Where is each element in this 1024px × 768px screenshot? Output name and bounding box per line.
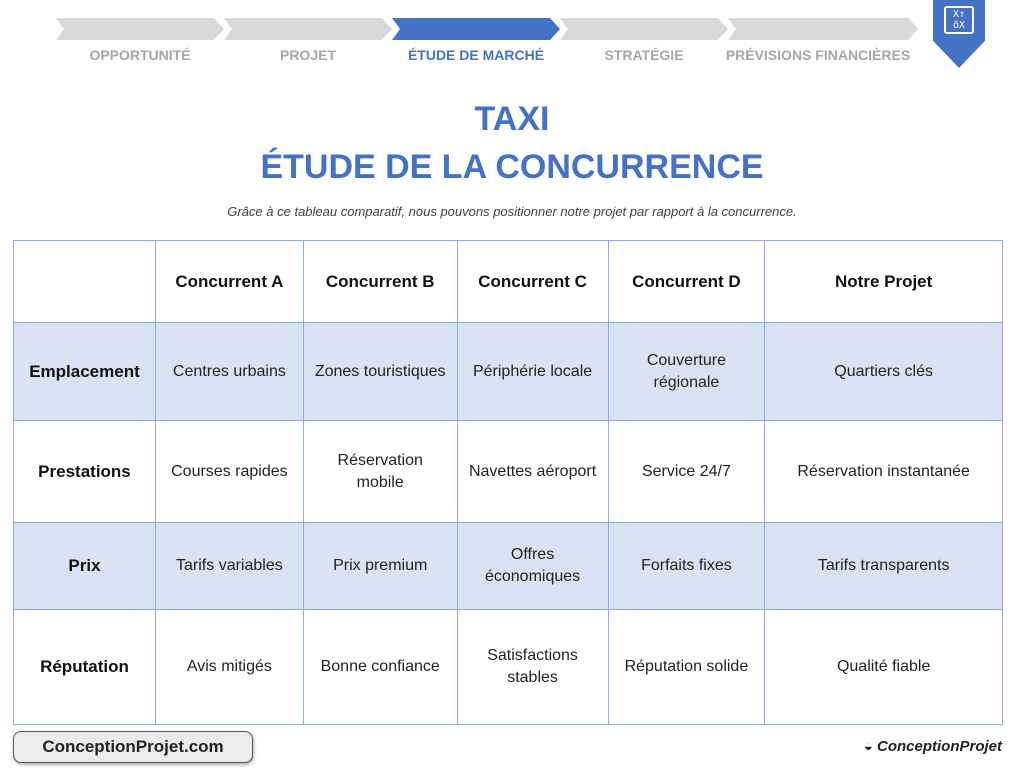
brand-logo: ◒ ConceptionProjet (864, 738, 1002, 755)
header-cell: Concurrent D (607, 240, 766, 323)
step-chevron-etude[interactable] (392, 18, 560, 40)
table-cell: Qualité fiable (764, 609, 1003, 725)
table-header-row: Concurrent A Concurrent B Concurrent C C… (13, 240, 1003, 323)
table-cell: Service 24/7 (607, 420, 766, 523)
table-cell: Avis mitigés (154, 609, 304, 725)
page-title: TAXI (474, 100, 550, 138)
watermark-stamp: ConceptionProjet.com (13, 731, 253, 763)
description: Grâce à ce tableau comparatif, nous pouv… (227, 204, 797, 219)
page-subtitle-heading: ÉTUDE DE LA CONCURRENCE (260, 148, 764, 186)
header-cell (13, 240, 156, 323)
table-cell: Courses rapides (154, 420, 304, 523)
table-cell: Tarifs transparents (764, 522, 1003, 610)
header-cell: Concurrent C (456, 240, 609, 323)
table-cell: Navettes aéroport (456, 420, 609, 523)
table-cell: Quartiers clés (764, 322, 1003, 421)
logo-text: ConceptionProjet (876, 738, 1002, 755)
header-cell: Concurrent A (154, 240, 304, 323)
table-cell: Réservation mobile (302, 420, 458, 523)
strategy-board-icon: X↑ŏX (944, 6, 974, 34)
step-chevron-opportunite[interactable] (56, 18, 224, 40)
header-cell: Concurrent B (302, 240, 458, 323)
step-label-etude[interactable]: ÉTUDE DE MARCHÉ (407, 47, 545, 63)
header-cell: Notre Projet (764, 240, 1003, 323)
table-cell: Réputation solide (607, 609, 766, 725)
logo-icon: ◒ (863, 738, 877, 755)
table-row: Prestations Courses rapides Réservation … (13, 420, 1003, 523)
table-cell: Tarifs variables (154, 522, 304, 610)
comparison-table: Concurrent A Concurrent B Concurrent C C… (13, 240, 1003, 725)
table-cell: Centres urbains (154, 322, 304, 421)
step-label-projet[interactable]: PROJET (279, 47, 336, 63)
table-cell: Bonne confiance (302, 609, 458, 725)
row-header: Prix (13, 522, 156, 610)
step-chevron-previsions[interactable] (728, 18, 918, 40)
table-row: Emplacement Centres urbains Zones touris… (13, 322, 1003, 421)
table-cell: Zones touristiques (302, 322, 458, 421)
table-cell: Réservation instantanée (764, 420, 1003, 523)
table-cell: Couverture régionale (607, 322, 766, 421)
table-row: Prix Tarifs variables Prix premium Offre… (13, 522, 1003, 610)
table-cell: Forfaits fixes (607, 522, 766, 610)
step-label-strategie[interactable]: STRATÉGIE (604, 47, 684, 63)
table-cell: Prix premium (302, 522, 458, 610)
table-cell: Satisfactions stables (456, 609, 609, 725)
row-header: Emplacement (13, 322, 156, 421)
table-cell: Périphérie locale (456, 322, 609, 421)
step-chevron-strategie[interactable] (560, 18, 728, 40)
step-chevron-projet[interactable] (224, 18, 392, 40)
table-row: Réputation Avis mitigés Bonne confiance … (13, 609, 1003, 725)
table-cell: Offres économiques (456, 522, 609, 610)
row-header: Réputation (13, 609, 156, 725)
step-label-previsions[interactable]: PRÉVISIONS FINANCIÈRES (725, 47, 911, 63)
row-header: Prestations (13, 420, 156, 523)
step-label-opportunite[interactable]: OPPORTUNITÉ (89, 47, 191, 63)
